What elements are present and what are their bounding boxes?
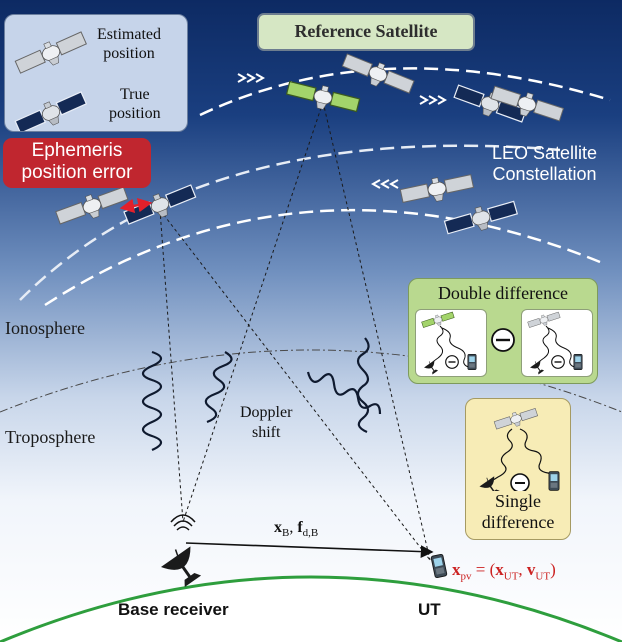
double-difference-right <box>521 309 593 377</box>
wave-icon <box>535 325 550 367</box>
single-difference-box: Single difference <box>465 398 571 540</box>
wave-icon <box>485 428 513 484</box>
subscript-d-b: d,B <box>302 527 319 540</box>
wave-icon <box>306 371 382 415</box>
equals-sign: = ( <box>471 560 496 579</box>
symbol-f: f <box>297 519 303 536</box>
base-state-label: xB, fd,B <box>274 519 319 540</box>
satellite-icon <box>13 27 90 80</box>
dish-antenna-icon <box>422 357 441 376</box>
symbol-x: x <box>274 519 282 536</box>
ut-state-label: xpv = (xUT, vUT) <box>452 560 556 583</box>
legend-true-label: True position <box>109 86 161 122</box>
phone-icon <box>548 471 560 491</box>
wave-icon <box>204 351 233 424</box>
ut-label: UT <box>418 600 441 619</box>
reference-satellite-label: Reference Satellite <box>294 21 438 41</box>
phone-icon <box>467 353 477 371</box>
double-difference-label: Double difference <box>437 283 569 303</box>
orbit-upper <box>199 67 611 117</box>
subscript-b: B <box>282 527 290 540</box>
satellite-icon <box>420 310 456 331</box>
ephemeris-error-arrow <box>119 198 153 213</box>
ephemeris-error-label: Ephemeris position error <box>21 140 133 183</box>
ionosphere-label: Ionosphere <box>5 318 85 338</box>
double-difference-left <box>415 309 487 377</box>
base-receiver-label: Base receiver <box>118 600 229 619</box>
minus-circle-icon <box>510 473 530 491</box>
symbol-v-ut: v <box>526 560 536 579</box>
wave-icon <box>441 327 473 369</box>
orbit-inner <box>19 144 561 301</box>
ground-arc <box>0 575 622 642</box>
subscript-ut: UT <box>535 570 551 583</box>
wave-icon <box>429 325 444 367</box>
signal-paths <box>159 101 431 561</box>
minus-circle-icon <box>551 355 565 369</box>
close-paren: ) <box>550 560 556 579</box>
minus-circle-icon <box>491 328 515 352</box>
troposphere-label: Troposphere <box>5 427 96 447</box>
dish-antenna-icon <box>528 357 547 376</box>
symbol-x-ut: x <box>495 560 504 579</box>
wave-icon <box>356 337 370 434</box>
base-to-ut-arrow <box>185 542 434 558</box>
legend: Estimated position True position <box>4 14 188 132</box>
phone-icon <box>573 353 583 371</box>
minus-circle-icon <box>445 355 459 369</box>
ephemeris-error-box: Ephemeris position error <box>3 138 151 188</box>
doppler-shift-label: Doppler shift <box>240 404 293 441</box>
satellite-icon <box>493 405 540 433</box>
symbol-x-pv: x <box>452 560 461 579</box>
orbit-chevrons <box>237 73 448 189</box>
doppler-waves <box>141 337 382 452</box>
subscript-pv: pv <box>460 570 472 583</box>
reference-satellite-box: Reference Satellite <box>257 13 475 51</box>
legend-estimated-label: Estimated position <box>97 26 161 62</box>
subscript-ut: UT <box>503 570 519 583</box>
double-difference-box: Double difference <box>408 278 598 384</box>
single-difference-label: Single difference <box>481 491 555 532</box>
satellite-icon <box>13 87 90 131</box>
antenna-radiation <box>170 514 196 531</box>
wave-icon <box>547 327 579 369</box>
constellation-label: LEO Satellite Constellation <box>492 143 598 184</box>
satellite-icon <box>526 310 562 331</box>
orbit-lower <box>44 208 601 307</box>
wave-icon <box>141 350 163 452</box>
